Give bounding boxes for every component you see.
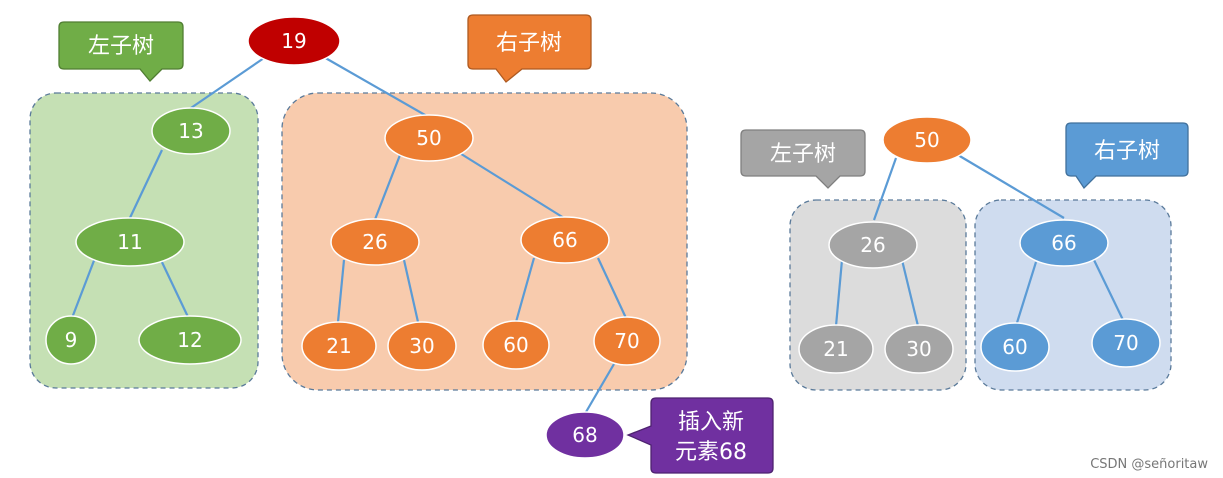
callout-label: 右子树	[496, 31, 562, 56]
edge-66-70	[597, 257, 627, 319]
node-13: 13	[151, 107, 231, 155]
node-label: 66	[1051, 231, 1076, 255]
node-label: 30	[906, 337, 931, 361]
node-shape	[138, 315, 242, 365]
edge-66-60	[514, 257, 536, 323]
rt-edge-26-21	[834, 259, 844, 327]
callout-label: 右子树	[1094, 139, 1160, 164]
node-shape	[520, 216, 610, 264]
node-66: 66	[520, 216, 610, 264]
node-label: 50	[416, 126, 441, 150]
node-root-19: 19	[247, 16, 341, 66]
node-9: 9	[45, 315, 97, 365]
edge-19-50	[321, 55, 433, 120]
callout-shape	[740, 129, 866, 189]
node-label: 9	[65, 328, 78, 352]
node-shape	[1019, 219, 1109, 267]
callout-label: 左子树	[770, 142, 836, 167]
node-label: 30	[409, 334, 434, 358]
node-shape	[545, 411, 625, 459]
node-12: 12	[138, 315, 242, 365]
node-60: 60	[482, 320, 550, 370]
rt-node-60: 60	[980, 322, 1050, 372]
edge-11-12	[159, 257, 190, 320]
rt-node-70: 70	[1091, 318, 1161, 368]
node-shape	[45, 315, 97, 365]
right-tree-edges	[834, 154, 1125, 327]
rt-node-root-50: 50	[882, 116, 972, 164]
callout-insert-new-element: 插入新 元素68	[626, 397, 774, 474]
node-21: 21	[301, 321, 377, 371]
callout-label-line2: 元素68	[675, 440, 747, 465]
edge-26-21	[336, 259, 346, 323]
node-label: 70	[614, 329, 639, 353]
rt-edge-50-26	[872, 157, 898, 221]
node-shape	[387, 321, 457, 371]
node-label: 50	[914, 128, 939, 152]
node-label: 21	[326, 334, 351, 358]
node-68-inserted: 68	[545, 411, 625, 459]
rt-callout-right-subtree: 右子树	[1065, 122, 1189, 190]
node-label: 26	[860, 233, 885, 257]
node-label: 13	[178, 119, 203, 143]
node-shape	[1091, 318, 1161, 368]
node-70: 70	[593, 316, 661, 366]
node-label: 60	[503, 333, 528, 357]
node-label: 66	[552, 228, 577, 252]
node-shape	[330, 218, 420, 266]
right-subtree-region	[281, 92, 688, 391]
node-label: 19	[281, 29, 306, 53]
edge-50-66	[457, 151, 565, 219]
node-shape	[882, 116, 972, 164]
footer-credit: CSDN @señoritaw	[1090, 457, 1208, 472]
callout-shape	[626, 397, 774, 474]
node-shape	[884, 324, 954, 374]
callout-left-subtree: 左子树	[58, 21, 184, 82]
edge-13-11	[127, 149, 163, 223]
node-shape	[75, 217, 185, 267]
node-label: 12	[177, 328, 202, 352]
edge-70-68	[585, 363, 615, 413]
callout-shape	[1065, 122, 1189, 190]
node-26: 26	[330, 218, 420, 266]
rt-edge-66-60	[1014, 261, 1038, 327]
node-50: 50	[384, 114, 474, 162]
rt-node-26: 26	[828, 221, 918, 269]
node-label: 26	[362, 230, 387, 254]
rt-edge-66-70	[1093, 259, 1125, 323]
callout-right-subtree: 右子树	[467, 14, 592, 83]
rt-node-21: 21	[798, 324, 874, 374]
edge-26-30	[402, 259, 420, 323]
left-tree-edges	[70, 55, 627, 413]
node-label: 11	[117, 230, 142, 254]
node-label: 21	[823, 337, 848, 361]
node-label: 60	[1002, 335, 1027, 359]
rt-node-66: 66	[1019, 219, 1109, 267]
callout-shape	[58, 21, 184, 82]
callout-label: 左子树	[88, 34, 154, 59]
node-label: 70	[1113, 331, 1138, 355]
rt-edge-50-66	[957, 154, 1065, 219]
node-shape	[384, 114, 474, 162]
node-shape	[593, 316, 661, 366]
node-shape	[247, 16, 341, 66]
callout-shape	[467, 14, 592, 83]
edge-50-26	[372, 154, 402, 223]
node-shape	[301, 321, 377, 371]
edge-19-13	[187, 57, 265, 111]
node-shape	[482, 320, 550, 370]
node-label: 68	[572, 423, 597, 447]
rt-callout-left-subtree: 左子树	[740, 129, 866, 189]
node-11: 11	[75, 217, 185, 267]
node-shape	[151, 107, 231, 155]
edge-11-9	[70, 257, 97, 319]
node-shape	[828, 221, 918, 269]
rt-edge-26-30	[900, 259, 920, 327]
rt-node-30: 30	[884, 324, 954, 374]
node-shape	[798, 324, 874, 374]
node-shape	[980, 322, 1050, 372]
node-30: 30	[387, 321, 457, 371]
callout-label-line1: 插入新	[678, 410, 744, 435]
